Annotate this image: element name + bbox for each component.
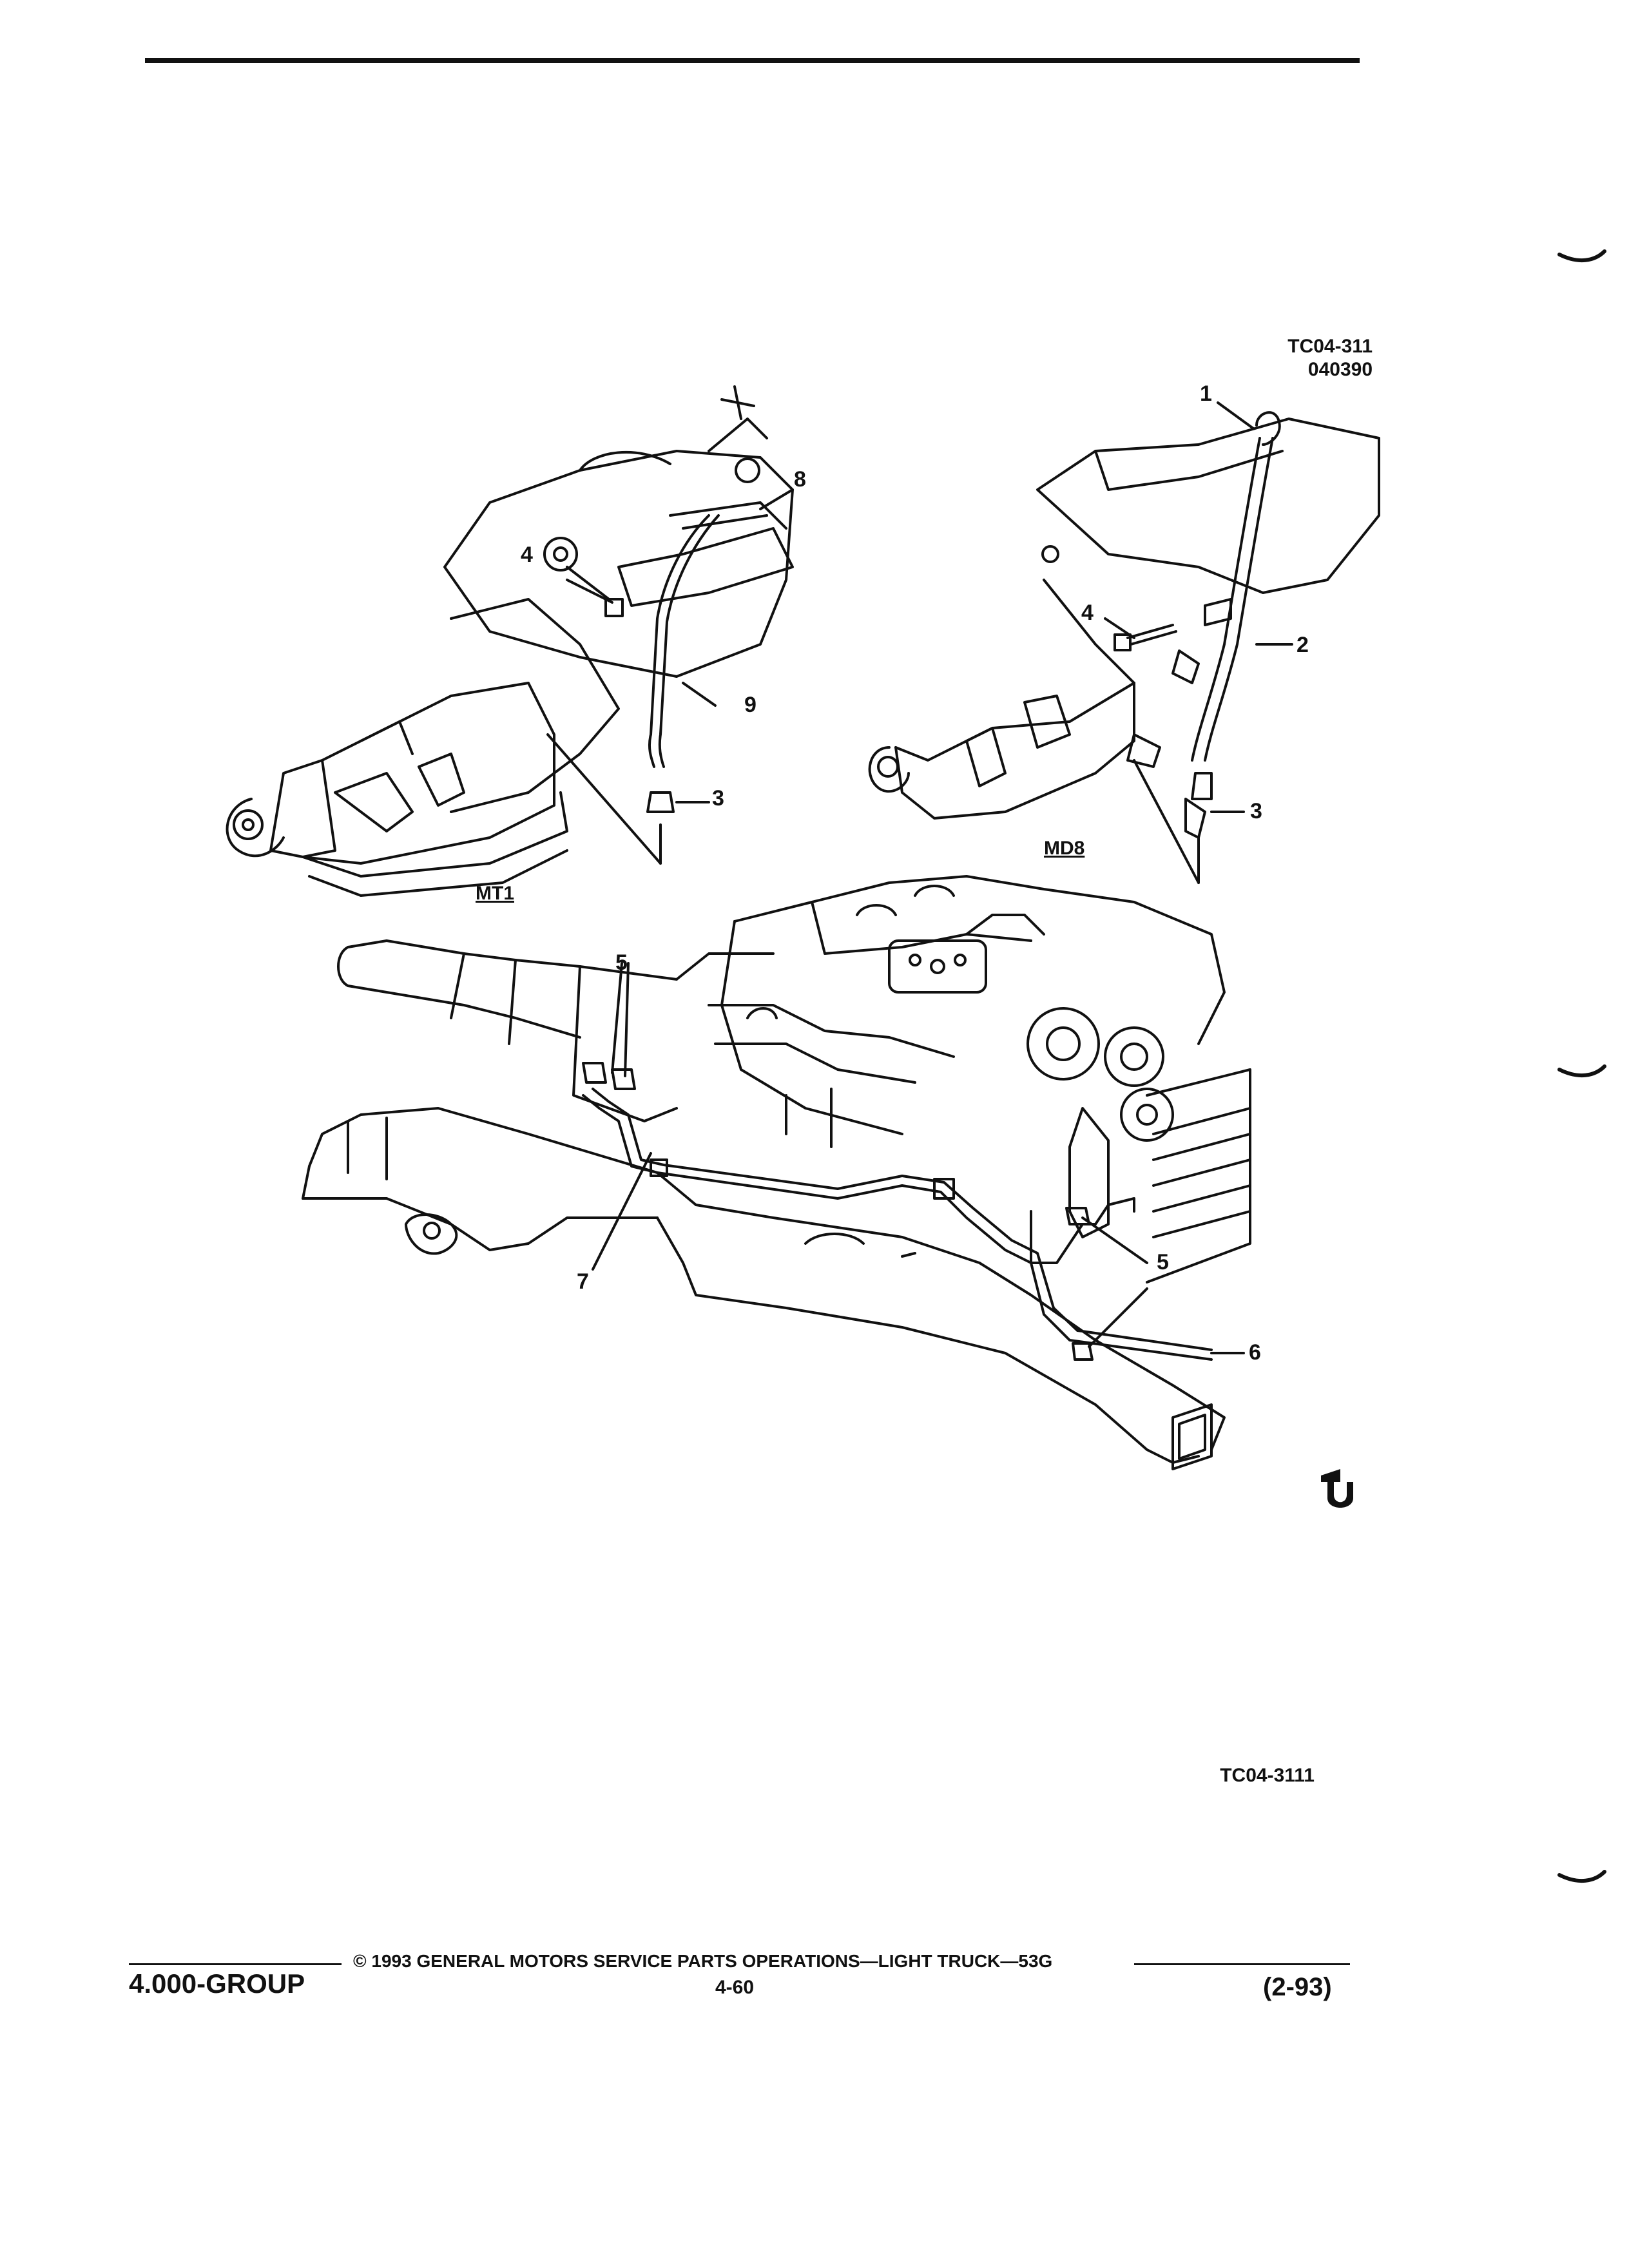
callout-4-right: 4: [1081, 601, 1094, 625]
footer-page-number: 4-60: [715, 1977, 755, 1998]
callout-4-left: 4: [521, 543, 533, 567]
chassis-cooler-line-drawing: [302, 875, 1251, 1470]
md8-transmission-drawing: [868, 411, 1380, 884]
margin-marks: [1557, 249, 1606, 1883]
figure-ref-code: TC04-311: [1287, 336, 1373, 357]
callout-4-right-leader: [1104, 617, 1135, 639]
callout-5-lower: 5: [1157, 1250, 1169, 1274]
top-rule: [145, 58, 1360, 63]
callout-8: 8: [794, 467, 806, 492]
footer-group: 4.000-GROUP: [129, 1968, 305, 1999]
callout-4-left-leader: [566, 566, 610, 601]
callout-7: 7: [577, 1269, 589, 1294]
variant-label-md8: MD8: [1044, 838, 1085, 859]
figure-ref-code-bottom: TC04-3111: [1220, 1765, 1315, 1786]
footer-copyright: © 1993 GENERAL MOTORS SERVICE PARTS OPER…: [353, 1951, 1053, 1971]
footer-rule-left: [129, 1963, 342, 1965]
figure-ref-date: 040390: [1307, 359, 1373, 380]
callout-9: 9: [744, 693, 757, 717]
footer-date: (2-93): [1263, 1973, 1332, 2001]
corner-arrow-icon: [1321, 1469, 1353, 1508]
variant-label-mt1: MT1: [476, 883, 514, 904]
callout-1: 1: [1200, 381, 1212, 406]
callout-5-upper: 5: [615, 950, 628, 975]
callout-3-right: 3: [1250, 799, 1262, 823]
callout-2: 2: [1296, 633, 1309, 657]
callout-1-leader: [1217, 401, 1255, 430]
callout-8-leader: [759, 488, 794, 510]
footer-rule-right: [1134, 1963, 1350, 1965]
callout-6: 6: [1249, 1340, 1261, 1365]
mt1-transmission-drawing: [226, 385, 794, 897]
callout-3-left: 3: [712, 786, 724, 811]
